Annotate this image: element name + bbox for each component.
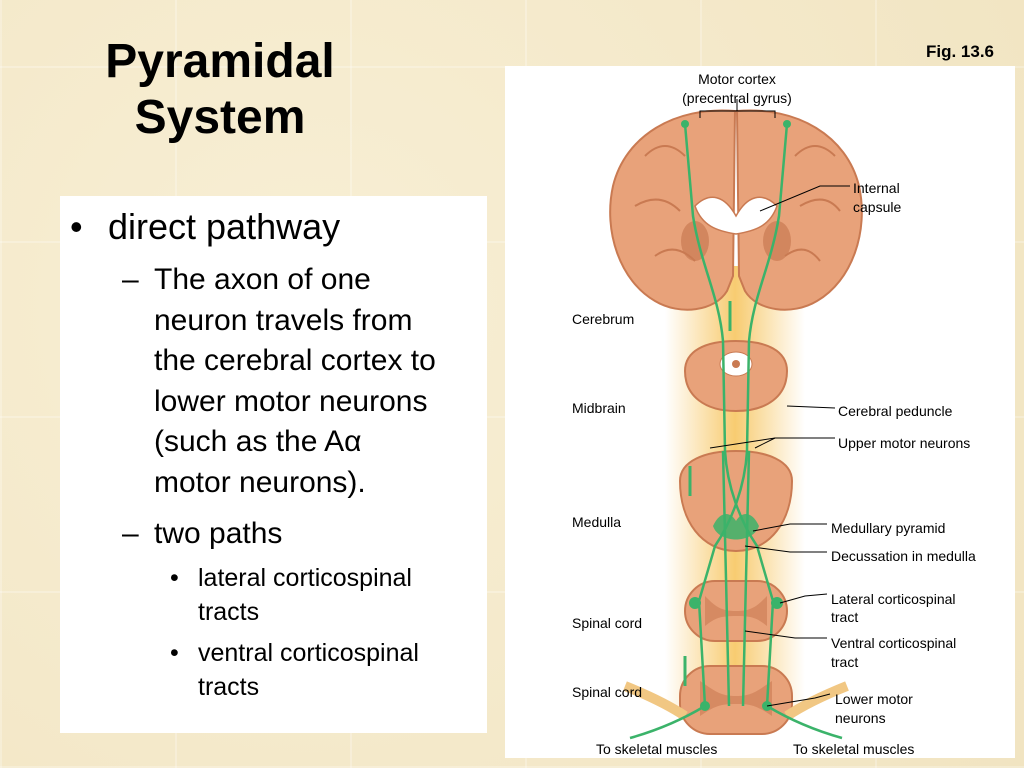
sub-bullet-text: two paths (154, 517, 283, 550)
label-decussation: Decussation in medulla (831, 548, 976, 564)
corticospinal-tracts (629, 123, 843, 740)
label-lower-motor-neurons: Lower motor (835, 691, 913, 707)
label-ventral-cst-2: tract (831, 654, 858, 670)
label-cerebrum: Cerebrum (572, 311, 634, 327)
sub-sub-bullet-line: tracts (198, 673, 260, 701)
sub-sub-bullet-line: lateral corticospinal (198, 564, 412, 592)
pyramidal-diagram: Motor cortex (precentral gyrus) Internal… (572, 71, 976, 757)
sub-sub-bullet-line: ventral corticospinal (198, 639, 419, 667)
bullet-symbol: • (170, 564, 179, 592)
label-motor-cortex: Motor cortex (698, 71, 776, 87)
label-spinal-cord-2: Spinal cord (572, 684, 642, 700)
label-lateral-cst-2: tract (831, 609, 858, 625)
sub-bullet-line: neuron travels from (154, 303, 413, 337)
leader-lines (699, 99, 850, 707)
label-internal-capsule: Internal (853, 180, 900, 196)
label-skeletal-muscles-left: To skeletal muscles (596, 741, 717, 757)
label-midbrain: Midbrain (572, 400, 626, 416)
sub-bullet-line: motor neurons). (154, 465, 366, 499)
bullet-text-box: • direct pathway – The axon of one neuro… (60, 196, 487, 733)
midbrain-section (683, 339, 789, 413)
slide-title: Pyramidal System (70, 34, 370, 146)
label-medullary-pyramid: Medullary pyramid (831, 520, 945, 536)
label-lower-motor-neurons-2: neurons (835, 710, 886, 726)
label-skeletal-muscles-right: To skeletal muscles (793, 741, 914, 757)
sub-bullet-line: the cerebral cortex to (154, 344, 436, 377)
sub-bullet-line: (such as the Aα (154, 425, 362, 458)
label-lateral-cst: Lateral corticospinal (831, 591, 956, 607)
bullet-text: direct pathway (108, 206, 341, 247)
sub-bullet-line: The axon of one (154, 263, 371, 296)
figure-reference: Fig. 13.6 (925, 42, 994, 61)
bullet-symbol: • (170, 639, 179, 667)
label-cerebral-peduncle: Cerebral peduncle (838, 403, 953, 419)
label-spinal-cord-1: Spinal cord (572, 615, 642, 631)
spinal-cord-upper (684, 580, 788, 642)
dash-symbol: – (122, 517, 139, 550)
spinal-cord-lower (623, 665, 849, 735)
label-ventral-cst: Ventral corticospinal (831, 635, 956, 651)
bullet-symbol: • (70, 206, 83, 247)
label-precentral-gyrus: (precentral gyrus) (682, 90, 792, 106)
label-medulla: Medulla (572, 514, 621, 530)
title-line-2: System (134, 91, 306, 144)
pyramidal-system-figure: Motor cortex (precentral gyrus) Internal… (505, 66, 1015, 758)
label-upper-motor-neurons: Upper motor neurons (838, 435, 970, 451)
sub-bullet-text: The axon of one neuron travels from the … (154, 260, 436, 503)
sub-sub-bullet-line: tracts (198, 598, 260, 626)
tract-neuron-dots (681, 120, 791, 128)
dash-symbol: – (122, 263, 139, 296)
title-line-1: Pyramidal (105, 35, 335, 88)
sub-bullet-line: lower motor neurons (154, 384, 428, 418)
label-internal-capsule-2: capsule (853, 199, 901, 215)
